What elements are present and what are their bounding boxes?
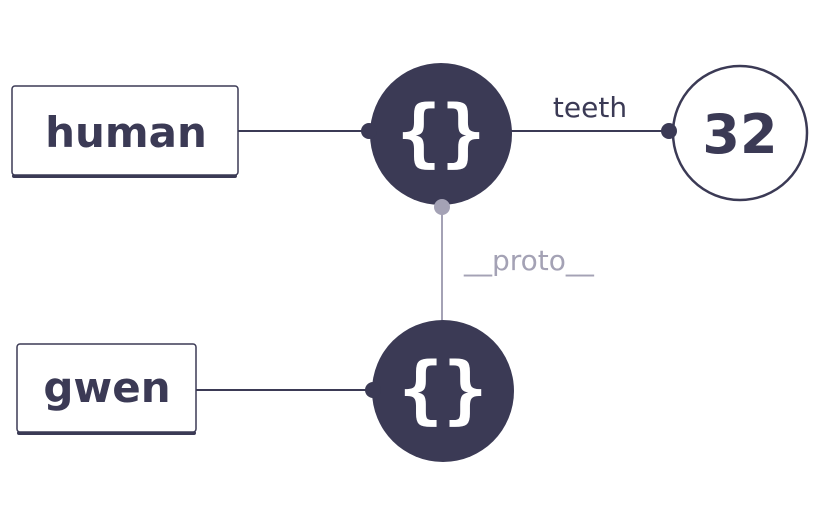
value-label-32: 32 bbox=[702, 103, 777, 166]
value-node-32: 32 bbox=[671, 64, 809, 202]
variable-label-human: human bbox=[45, 108, 207, 157]
connector-dot bbox=[365, 382, 381, 398]
edge-label-proto: __proto__ bbox=[463, 244, 595, 277]
braces-icon: {} bbox=[396, 90, 485, 176]
object-node-gwen: {} bbox=[372, 320, 514, 462]
edge-label-teeth: teeth bbox=[553, 91, 627, 124]
connector-dot bbox=[434, 199, 450, 215]
object-node-human: {} bbox=[370, 63, 512, 205]
braces-icon: {} bbox=[398, 347, 487, 433]
connector-dot bbox=[661, 123, 677, 139]
variable-box-human: human bbox=[11, 85, 239, 178]
variable-box-gwen: gwen bbox=[16, 343, 197, 435]
variable-label-gwen: gwen bbox=[43, 363, 170, 412]
connector-dot bbox=[361, 123, 377, 139]
